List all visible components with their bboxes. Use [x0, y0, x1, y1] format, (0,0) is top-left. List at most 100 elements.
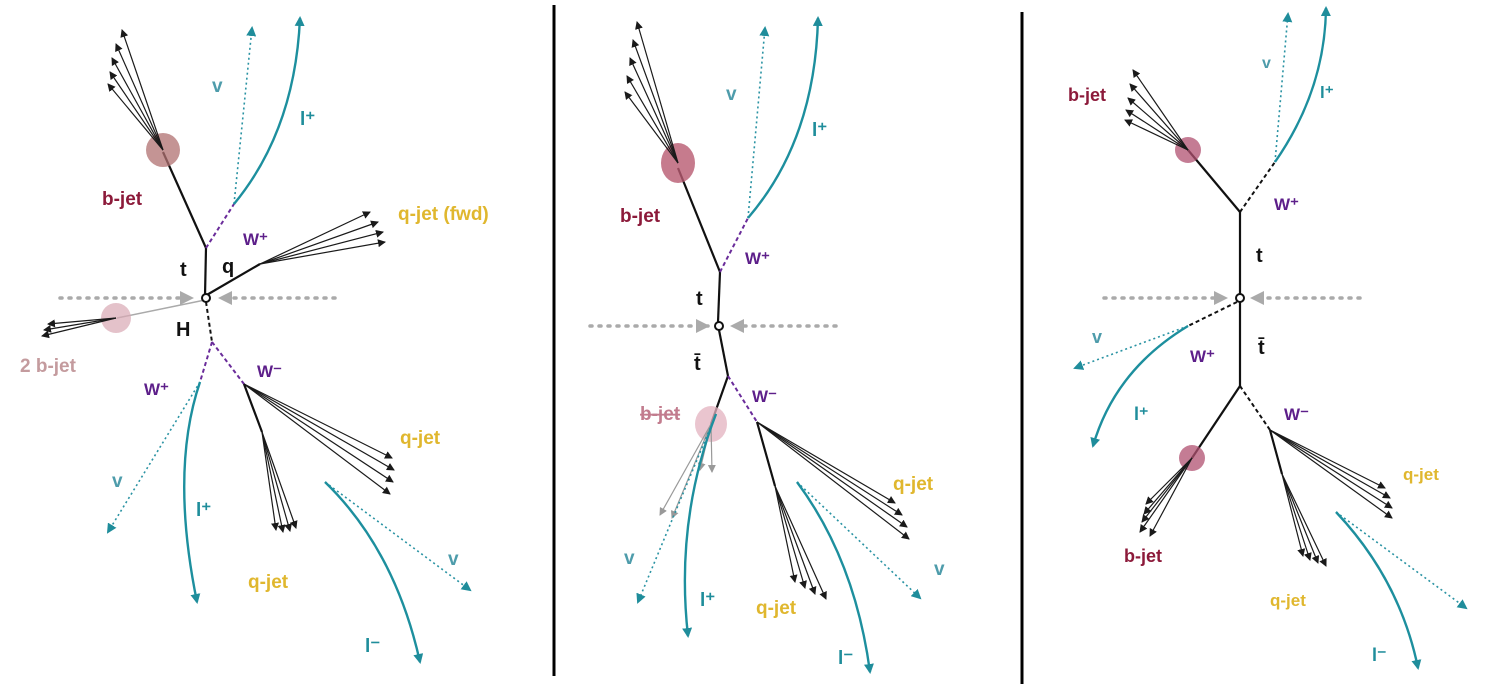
label-wminus: W⁻	[1284, 405, 1309, 424]
wplus-low	[199, 341, 213, 383]
lepton-left	[1090, 324, 1189, 448]
lepton-right	[324, 481, 424, 664]
label-lminus: l⁻	[365, 636, 380, 657]
label-lminus: l⁻	[838, 648, 853, 669]
lepton-right	[1335, 511, 1422, 670]
label-nu-left: v	[112, 471, 123, 492]
neutrino-track	[233, 26, 257, 205]
label-t: t	[180, 259, 187, 281]
qjet-right-tracks	[756, 421, 910, 540]
q-line-low	[755, 421, 777, 487]
lepton-left	[682, 413, 718, 638]
label-lplus-top: l⁺	[812, 120, 827, 141]
label-wminus: W⁻	[752, 387, 777, 406]
b-quark-line	[676, 167, 722, 273]
neutrino-track	[747, 26, 770, 219]
qjet-right-tracks	[1269, 429, 1393, 519]
top-propagator	[203, 247, 208, 297]
qjet-low-tracks	[1281, 473, 1327, 567]
lepton-track	[747, 16, 823, 219]
label-lminus: l⁻	[1372, 645, 1387, 665]
label-qjet-right: q-jet	[893, 474, 934, 495]
vertex	[201, 293, 211, 303]
two-bjet-tracks	[41, 317, 117, 339]
qjet-fwd-tracks	[259, 211, 386, 265]
q-line-low	[242, 383, 264, 433]
b-quark-line	[1187, 149, 1241, 213]
label-qjet-right: q-jet	[1403, 465, 1439, 484]
label-qjet-right: q-jet	[400, 428, 441, 449]
neutrino-right	[796, 481, 922, 600]
neutrino-left	[636, 413, 717, 604]
bjet-tracks	[624, 21, 679, 164]
bjet-low-tracks	[1139, 457, 1193, 537]
wplus-propagator-left	[1187, 301, 1238, 327]
label-t: t	[696, 288, 703, 310]
label-wplus-top: W⁺	[1274, 195, 1299, 214]
label-bjet-low: b-jet	[1124, 546, 1162, 566]
label-bjet-top: b-jet	[1068, 85, 1106, 105]
vertex	[714, 321, 724, 331]
panel-3-ttbar-diagram: v l⁺ b-jet W⁺ t t̄ v W⁺ l⁺ W⁻ q-jet b-je…	[1068, 6, 1468, 670]
label-H: H	[176, 319, 190, 341]
b-quark-line	[161, 151, 208, 249]
bjet-tracks	[1124, 69, 1189, 151]
label-qjet-low: q-jet	[1270, 591, 1306, 610]
label-wplus-top: W⁺	[243, 230, 268, 249]
label-nu-right: v	[934, 559, 945, 580]
higgs-propagator	[205, 301, 213, 343]
neutrino-right	[1335, 511, 1468, 610]
wplus-propagator	[205, 203, 235, 249]
neutrino-left	[1073, 325, 1189, 370]
label-nu-top: v	[726, 84, 737, 105]
lepton-right	[796, 481, 874, 674]
label-lplus-low: l⁺	[700, 590, 715, 611]
bjet-tracks	[107, 29, 164, 151]
label-lplus-left: l⁺	[1134, 404, 1149, 424]
label-wplus-low: W⁺	[144, 380, 169, 399]
qjet-right-tracks	[243, 383, 395, 495]
wminus-propagator	[1239, 385, 1271, 431]
label-two-bjet: 2 b-jet	[20, 356, 77, 377]
label-qjet-fwd: q-jet (fwd)	[398, 204, 489, 225]
q-line-low	[1268, 429, 1284, 475]
wminus-low	[211, 341, 245, 385]
wminus-propagator	[727, 375, 758, 423]
label-lplus-low: l⁺	[196, 500, 211, 521]
label-wplus: W⁺	[745, 249, 770, 268]
label-wplus-left: W⁺	[1190, 347, 1215, 366]
top-propagator	[716, 271, 722, 323]
label-nu-top: v	[1262, 55, 1271, 72]
label-tbar: t̄	[1258, 337, 1265, 359]
label-nu-left: v	[624, 548, 635, 569]
label-t: t	[1256, 245, 1263, 267]
neutrino-right	[324, 481, 472, 592]
lepton-left	[183, 381, 202, 604]
b-quark-line-low	[1191, 385, 1241, 459]
label-nu-top: v	[212, 76, 223, 97]
label-q: q	[222, 256, 234, 278]
panel-2-ttbar-diagram: v l⁺ b-jet W⁺ t t̄ b-jet W⁻ q-jet v l⁺ q…	[588, 16, 945, 674]
panel-1-tH-diagram: b-jet v l⁺ W⁺ q-jet (fwd) t q H 2 b-jet …	[20, 16, 489, 664]
qjet-low-tracks	[261, 431, 298, 533]
neutrino-left	[106, 381, 201, 534]
label-bjet: b-jet	[102, 189, 143, 210]
antitop-propagator	[717, 329, 730, 377]
label-wminus: W⁻	[257, 362, 282, 381]
bb-line	[116, 299, 206, 319]
lepton-track	[1274, 6, 1331, 163]
label-nu-right: v	[448, 549, 459, 570]
label-nu-left: v	[1092, 327, 1102, 347]
label-bjet-top: b-jet	[620, 206, 661, 227]
label-bjet-low: b-jet	[640, 404, 681, 425]
q-line	[204, 263, 261, 297]
label-qjet-low: q-jet	[248, 572, 289, 593]
label-qjet-low: q-jet	[756, 598, 797, 619]
lepton-track	[233, 16, 305, 205]
qjet-low-tracks	[774, 485, 827, 600]
neutrino-track	[1274, 12, 1293, 163]
label-lplus-top: l⁺	[300, 109, 315, 130]
label-lplus-top: l⁺	[1320, 83, 1334, 102]
label-tbar: t̄	[694, 353, 701, 375]
